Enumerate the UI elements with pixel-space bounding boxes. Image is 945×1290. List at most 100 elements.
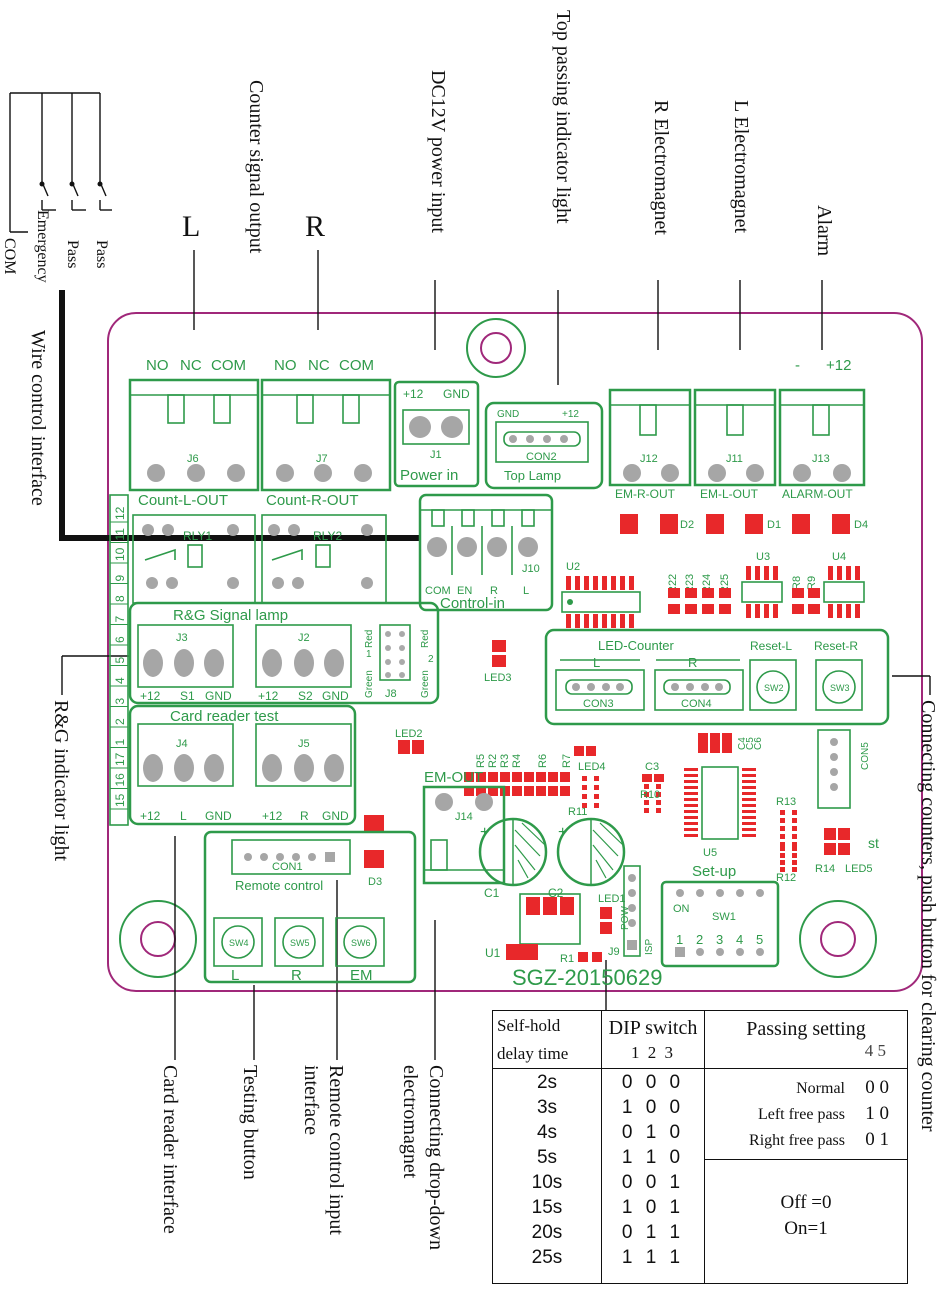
r11-pad <box>582 785 587 790</box>
delay-value: 3s <box>536 1097 558 1118</box>
u5-pin <box>742 774 756 777</box>
resistor-pad <box>808 588 820 598</box>
svg-text:Set-up: Set-up <box>692 863 736 880</box>
svg-text:EN: EN <box>457 585 472 597</box>
label-emergency: Emergency <box>34 210 51 283</box>
svg-text:Reset-R: Reset-R <box>814 639 858 653</box>
resistor-pad <box>668 588 680 598</box>
svg-text:R4: R4 <box>511 754 523 768</box>
annotation-big-L: L <box>182 210 200 243</box>
count-l-out-label: Count-L-OUT <box>138 492 228 509</box>
svg-text:LED3: LED3 <box>484 672 512 684</box>
relay-2: RLY2 <box>261 514 387 604</box>
resistor-pad <box>536 786 546 796</box>
resistor-bank-pads <box>668 566 860 618</box>
dip-bits: 0 0 1 <box>621 1172 685 1193</box>
svg-text:SW2: SW2 <box>764 683 784 693</box>
svg-text:J9: J9 <box>608 946 620 958</box>
svg-text:LED2: LED2 <box>395 728 423 740</box>
resistor-pad <box>464 772 474 782</box>
capacitor-c1: +C1 <box>478 817 548 900</box>
resistor-pad <box>719 588 731 598</box>
u5-chip: U5 <box>701 766 739 859</box>
delay-value: 25s <box>531 1247 563 1268</box>
svg-text:Green: Green <box>364 670 375 698</box>
svg-text:R11: R11 <box>568 806 587 818</box>
u2-pin <box>566 576 571 590</box>
wire-control-cable <box>59 290 420 541</box>
relay-1: RLY1 <box>132 514 256 604</box>
u5-pin <box>742 828 756 831</box>
u5-pin <box>684 810 698 813</box>
u4-pin <box>837 566 842 580</box>
svg-text:R: R <box>300 809 309 823</box>
r12-pad <box>792 846 797 851</box>
svg-text:J13: J13 <box>812 453 830 465</box>
svg-text:POW: POW <box>620 906 631 930</box>
side-number: 12 <box>113 506 127 520</box>
dip-bits: 0 0 0 <box>621 1072 685 1093</box>
svg-text:+12: +12 <box>140 689 161 703</box>
resistor-pad <box>560 786 570 796</box>
dip-bits: 1 0 1 <box>621 1197 685 1218</box>
u5-pin <box>742 816 756 819</box>
side-number: 4 <box>113 677 127 684</box>
svg-text:R: R <box>688 655 697 670</box>
u5-pin <box>684 834 698 837</box>
svg-text:C6: C6 <box>753 737 764 750</box>
label-remote-control-input-1: Remote control input <box>325 1065 347 1235</box>
u5-pin <box>742 810 756 813</box>
svg-text:R8: R8 <box>791 576 803 590</box>
svg-text:U3: U3 <box>756 551 770 563</box>
svg-text:2: 2 <box>428 654 434 665</box>
svg-text:R13: R13 <box>776 796 796 808</box>
j6-connector: J6 <box>128 378 260 492</box>
svg-text:LED1: LED1 <box>598 893 626 905</box>
svg-text:LED-Counter: LED-Counter <box>598 638 675 653</box>
led3: LED3 <box>484 640 512 684</box>
resistor-pad <box>488 786 498 796</box>
resistor-pad <box>792 588 804 598</box>
svg-text:R7: R7 <box>561 754 573 768</box>
svg-text:2: 2 <box>696 932 703 947</box>
delay-value: 15s <box>531 1197 563 1218</box>
capacitor-c2: +C2 <box>548 817 626 900</box>
svg-text:J12: J12 <box>640 453 658 465</box>
resistor-pad <box>512 786 522 796</box>
u3-pin <box>755 604 760 618</box>
svg-text:3: 3 <box>716 932 723 947</box>
svg-text:R14: R14 <box>815 863 835 875</box>
em-r-out-label: EM-R-OUT <box>615 487 676 501</box>
svg-text:CON3: CON3 <box>583 698 614 710</box>
u5-pin <box>684 816 698 819</box>
r12-r13-pads <box>780 810 797 872</box>
u2-pin <box>593 576 598 590</box>
r10-pad <box>644 808 649 813</box>
u2-pin <box>629 614 634 628</box>
svg-text:Card reader test: Card reader test <box>170 708 279 725</box>
u2-pin <box>620 614 625 628</box>
svg-text:GND: GND <box>322 809 349 823</box>
j11-connector: J11 <box>693 388 777 487</box>
svg-text:4: 4 <box>736 932 743 947</box>
svg-text:R&G Signal lamp: R&G Signal lamp <box>173 607 288 624</box>
resistor-pad <box>548 772 558 782</box>
u2-pin <box>584 576 589 590</box>
svg-text:L: L <box>182 210 200 243</box>
svg-text:SW3: SW3 <box>830 683 850 693</box>
svg-text:D4: D4 <box>854 519 868 531</box>
svg-text:+12: +12 <box>258 689 279 703</box>
r13-pad <box>780 826 785 831</box>
delay-value: 2s <box>536 1072 558 1093</box>
r13-pad <box>792 810 797 815</box>
